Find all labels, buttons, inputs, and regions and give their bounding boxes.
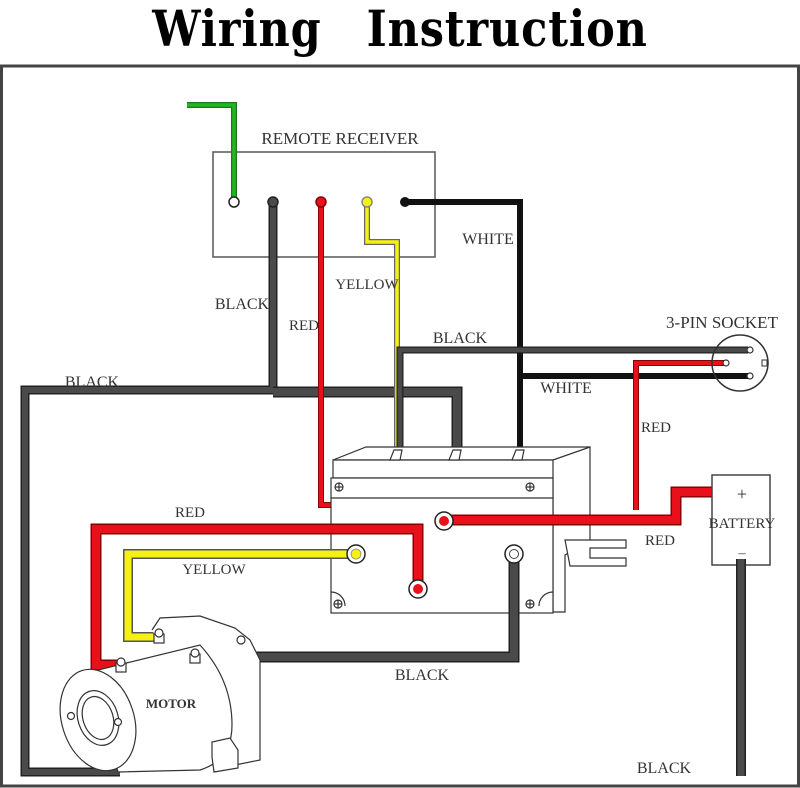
- solenoid-terminal-red-top: [434, 511, 454, 531]
- terminal-green: [228, 196, 240, 208]
- motor-foot: [211, 737, 239, 773]
- corner-arc: [538, 591, 554, 607]
- wire-yellow-receiver-outline: [364, 202, 400, 452]
- wire-black-motor: [196, 556, 518, 661]
- motor-bolt: [113, 717, 123, 727]
- terminal-white: [400, 197, 410, 207]
- label-yellow-motor: YELLOW: [182, 562, 246, 578]
- label-black-battery: BLACK: [637, 760, 692, 777]
- wire-white-receiver: [405, 199, 523, 452]
- top-terminal-1: [389, 449, 403, 461]
- label-red-motor: RED: [175, 505, 205, 521]
- socket-key: [761, 359, 768, 367]
- motor-end-inner: [81, 695, 115, 741]
- label-black-motor: BLACK: [395, 667, 450, 684]
- terminal-red: [315, 196, 327, 208]
- socket-pin-2: [722, 359, 730, 367]
- motor: [59, 615, 261, 773]
- solenoid-terminal-black: [504, 544, 524, 564]
- wire-red-motor: [92, 525, 422, 669]
- frame-border: [0, 64, 800, 788]
- top-terminal-3: [511, 449, 525, 461]
- wire-black-solenoid: [273, 388, 461, 452]
- wire-red-battery: [442, 488, 738, 524]
- terminal-yellow: [361, 196, 373, 208]
- socket-body: [711, 334, 769, 392]
- motor-terminal-black: [189, 648, 201, 664]
- solenoid-side: [552, 446, 591, 613]
- top-terminal-2: [448, 449, 462, 461]
- wire-black-socket: [397, 347, 748, 452]
- motor-label: MOTOR: [146, 696, 197, 711]
- motor-bolt: [66, 711, 76, 721]
- screw-icon: [334, 482, 344, 492]
- remote-receiver-label: REMOTE RECEIVER: [261, 129, 419, 148]
- label-red-receiver: RED: [289, 318, 319, 334]
- label-red-socket: RED: [641, 420, 671, 436]
- wire-black-solenoid-outline: [273, 386, 463, 452]
- solenoid-terminal-yellow: [346, 544, 366, 564]
- wire-yellow-motor: [124, 550, 356, 641]
- battery-minus: –: [738, 546, 747, 561]
- label-black-receiver: BLACK: [215, 296, 270, 313]
- motor-terminal-yellow: [153, 628, 165, 644]
- terminal-black: [267, 196, 279, 208]
- solenoid-top-plate: [332, 446, 591, 461]
- label-red-battery: RED: [645, 533, 675, 549]
- label-yellow-receiver: YELLOW: [335, 277, 399, 293]
- socket-label: 3-PIN SOCKET: [666, 313, 779, 332]
- corner-arc: [330, 591, 346, 607]
- label-white-receiver: WHITE: [462, 231, 514, 248]
- socket-pin-1: [746, 346, 754, 354]
- label-white-socket: WHITE: [540, 380, 592, 397]
- three-pin-socket: 3-PIN SOCKET: [666, 313, 779, 392]
- solenoid-bracket: [564, 539, 627, 567]
- motor-bracket-hole: [236, 635, 246, 645]
- battery-body: [711, 474, 771, 566]
- solenoid-terminal-red-bottom: [408, 579, 428, 599]
- screw-icon: [525, 599, 535, 609]
- label-black-socket: BLACK: [433, 330, 488, 347]
- wire-green: [187, 103, 236, 200]
- screw-icon: [333, 599, 343, 609]
- screw-icon: [525, 482, 535, 492]
- battery-plus: +: [737, 484, 747, 504]
- motor-terminal-red: [115, 657, 127, 673]
- battery-label: BATTERY: [709, 516, 776, 532]
- wire-red-socket: [634, 361, 724, 510]
- wire-black-ground: [22, 202, 276, 775]
- page-title: Wiring Instruction: [152, 0, 648, 58]
- label-black-left: BLACK: [65, 374, 120, 391]
- battery: + BATTERY –: [709, 474, 776, 566]
- socket-pin-3: [746, 372, 754, 380]
- solenoid-top-face: [332, 459, 558, 479]
